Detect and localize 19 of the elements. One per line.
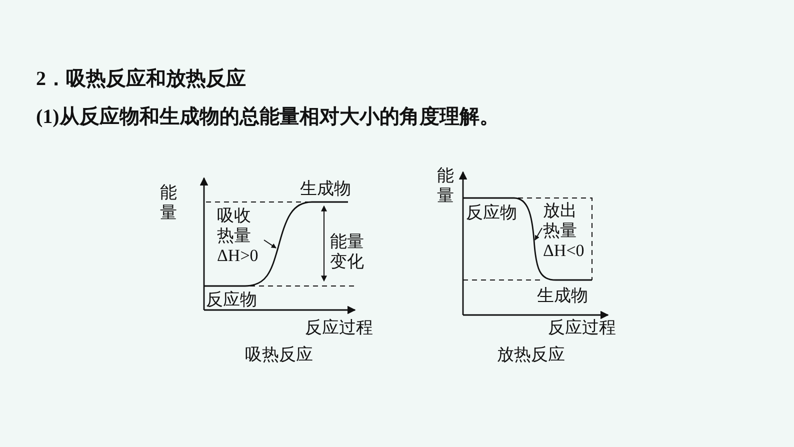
annotation-text: 放出热量ΔH<0 [543,201,589,261]
heading: 2．吸热反应和放热反应 [36,67,246,91]
chart-label: 反应物 [466,203,517,223]
chart-label: 生成物 [300,179,351,199]
subheading: (1)从反应物和生成物的总能量相对大小的角度理解。 [36,105,500,129]
energy-curve [463,197,592,281]
chart-caption: 放热反应 [497,345,565,365]
chart-label: 能量变化 [330,232,365,272]
leader-line [534,228,542,240]
chart-label: 生成物 [537,286,588,306]
chart-label: 反应过程 [305,318,373,338]
chart-caption: 吸热反应 [245,345,313,365]
annotation-text: 吸收热量ΔH>0 [217,206,263,266]
leader-line [264,240,276,248]
chart-label: 能量 [160,183,178,223]
energy-curve [204,201,348,287]
chart-label: 反应过程 [548,318,616,338]
chart-label: 反应物 [206,290,257,310]
chart-label: 能量 [437,166,455,206]
